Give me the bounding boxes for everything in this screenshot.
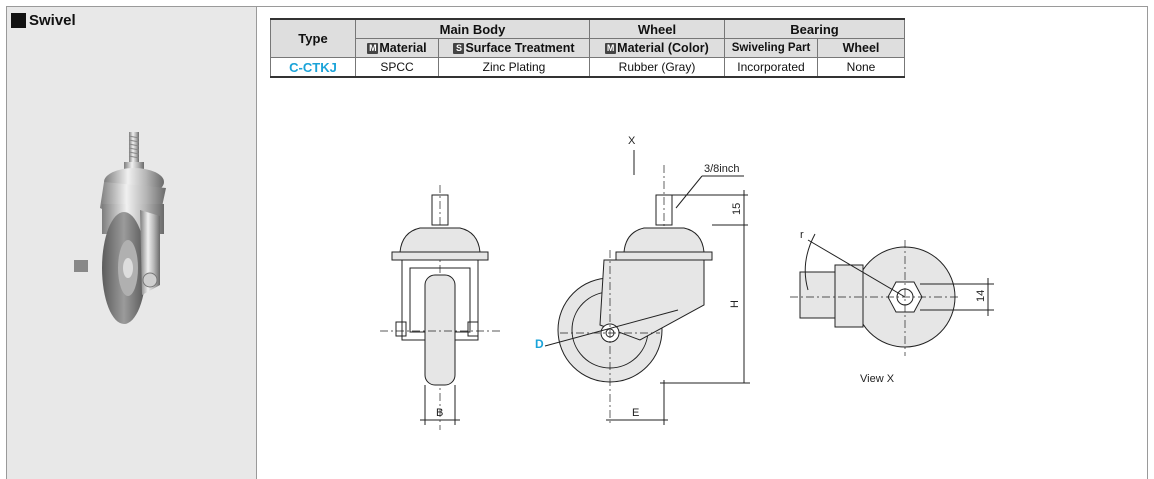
dim-14-label: 14: [975, 290, 987, 302]
square-bullet-icon: [11, 13, 26, 28]
row-wheel-material: Rubber (Gray): [589, 57, 725, 78]
section-title-text: Swivel: [29, 12, 76, 29]
view-x-label: View X: [860, 373, 895, 385]
row-swiveling: Incorporated: [724, 57, 818, 78]
subheader-bearing-wheel: Wheel: [817, 38, 905, 58]
section-title: Swivel: [11, 12, 76, 29]
group-bearing: Bearing: [724, 18, 905, 39]
type-header: Type: [270, 18, 356, 58]
x-arrow-label: X: [628, 135, 636, 147]
group-main-body: Main Body: [355, 18, 590, 39]
spec-frame: [6, 6, 1148, 479]
row-surface: Zinc Plating: [438, 57, 590, 78]
dim-d-label: D: [535, 337, 544, 351]
dim-e-label: E: [632, 407, 639, 419]
thread-label: 3/8inch: [704, 163, 739, 175]
subheader-swiveling: Swiveling Part: [724, 38, 818, 58]
dim-15-label: 15: [731, 203, 743, 215]
row-material: SPCC: [355, 57, 439, 78]
surface-icon: S: [453, 43, 465, 54]
dim-r-label: r: [800, 229, 804, 241]
row-bearing-wheel: None: [817, 57, 905, 78]
dim-b-label: B: [436, 407, 443, 419]
dim-h-label: H: [729, 300, 741, 308]
material-icon: M: [367, 43, 379, 54]
material-icon: M: [605, 43, 617, 54]
caster-photo: [74, 132, 166, 324]
